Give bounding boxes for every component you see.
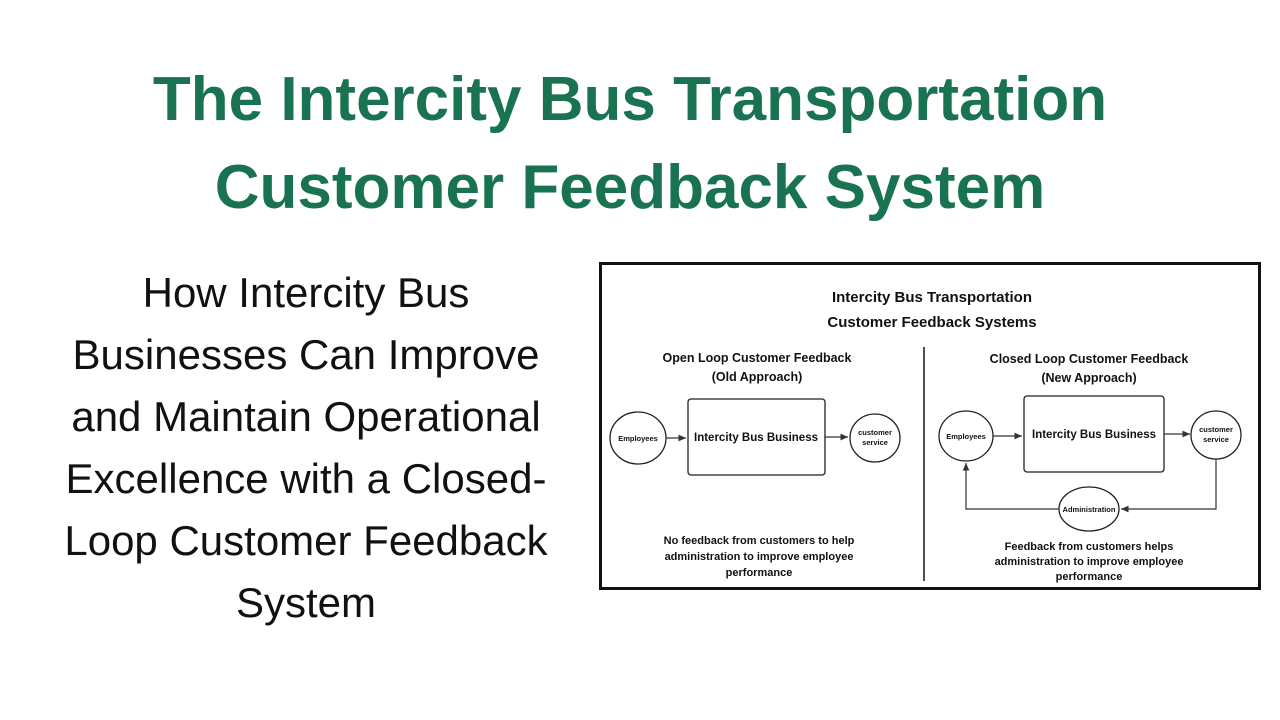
page-title-line-2: Customer Feedback System	[214, 153, 1046, 222]
subtitle-line: Loop Customer Feedback	[64, 517, 548, 564]
open-customer-label-line-2: service	[862, 438, 888, 447]
subtitle-line: and Maintain Operational	[71, 393, 541, 440]
figure-heading-line-2: Customer Feedback Systems	[827, 314, 1036, 331]
subtitle-line: Excellence with a Closed-	[65, 455, 547, 502]
open-loop-panel: Open Loop Customer Feedback (Old Approac…	[609, 351, 901, 579]
closed-arrow-administration-to-employees	[962, 463, 1059, 510]
closed-loop-title-line-1: Closed Loop Customer Feedback	[990, 352, 1189, 366]
open-loop-note-line-2: administration to improve employee	[665, 551, 854, 563]
open-business-label: Intercity Bus Business	[694, 432, 818, 444]
feedback-diagram-figure: Intercity Bus Transportation Customer Fe…	[599, 262, 1261, 590]
open-customer-label-line-1: customer	[858, 428, 892, 437]
open-loop-title-line-2: (Old Approach)	[712, 370, 803, 384]
open-employees-label: Employees	[618, 434, 658, 443]
page-title-line-1: The Intercity Bus Transportation	[152, 65, 1108, 134]
closed-loop-note-line-1: Feedback from customers helps	[1005, 541, 1174, 553]
subtitle-line: System	[235, 579, 377, 626]
page-title: The Intercity Bus Transportation Custome…	[0, 56, 1260, 232]
closed-loop-title-line-2: (New Approach)	[1041, 371, 1136, 385]
closed-loop-panel: Closed Loop Customer Feedback (New Appro…	[938, 352, 1242, 583]
subtitle-line: How Intercity Bus	[142, 269, 470, 316]
figure-heading-line-1: Intercity Bus Transportation	[832, 289, 1032, 306]
closed-customer-label-line-2: service	[1203, 435, 1229, 444]
feedback-diagram: Intercity Bus Transportation Customer Fe…	[609, 289, 1242, 583]
closed-arrow-customer-to-administration	[1121, 459, 1217, 513]
open-loop-title-line-1: Open Loop Customer Feedback	[663, 351, 852, 365]
open-customer-node	[849, 413, 901, 463]
closed-loop-note-line-2: administration to improve employee	[995, 556, 1184, 568]
closed-loop-note-line-3: performance	[1056, 571, 1123, 583]
closed-administration-label: Administration	[1063, 505, 1116, 514]
closed-employees-label: Employees	[946, 432, 986, 441]
subtitle: How Intercity Bus Businesses Can Improve…	[20, 262, 592, 634]
closed-customer-label-line-1: customer	[1199, 425, 1233, 434]
subtitle-line: Businesses Can Improve	[72, 331, 540, 378]
open-loop-note-line-3: performance	[726, 567, 793, 579]
open-loop-note-line-1: No feedback from customers to help	[664, 535, 855, 547]
closed-business-label: Intercity Bus Business	[1032, 429, 1156, 441]
